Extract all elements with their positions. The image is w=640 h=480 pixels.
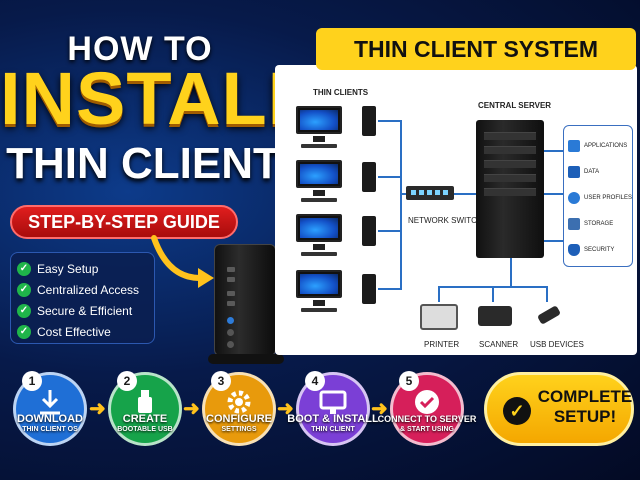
thin-client-device bbox=[214, 244, 276, 356]
service-item: DATA bbox=[568, 164, 599, 180]
usb-devices-label: USB DEVICES bbox=[530, 340, 584, 349]
diagram-banner: THIN CLIENT SYSTEM bbox=[316, 28, 636, 70]
printer-label: PRINTER bbox=[424, 340, 460, 349]
complete-setup-text: COMPLETE SETUP! bbox=[537, 387, 633, 426]
step-label: CREATE bbox=[122, 413, 168, 425]
central-server-label: CENTRAL SERVER bbox=[478, 101, 552, 110]
feature-item: ✓Cost Effective bbox=[17, 321, 148, 342]
feature-item: ✓Secure & Efficient bbox=[17, 300, 148, 321]
step-label: DOWNLOAD bbox=[17, 413, 83, 425]
applications-icon bbox=[568, 140, 580, 152]
feature-item: ✓Centralized Access bbox=[17, 279, 148, 300]
title-install: INSTALL bbox=[0, 57, 314, 140]
monitor-icon bbox=[296, 106, 342, 134]
service-item: SECURITY bbox=[568, 242, 614, 258]
curved-arrow-icon bbox=[151, 235, 214, 288]
scanner-icon bbox=[478, 306, 512, 326]
device-stand bbox=[208, 354, 284, 364]
step-sublabel: SETTINGS bbox=[221, 426, 257, 433]
download-icon bbox=[40, 390, 60, 415]
step-label: CONFIGURE bbox=[206, 413, 272, 425]
service-item: USER PROFILES bbox=[568, 190, 632, 206]
step-number: 5 bbox=[399, 371, 419, 391]
features-list: ✓Easy Setup ✓Centralized Access ✓Secure … bbox=[10, 252, 155, 344]
step-3-circle bbox=[202, 372, 276, 446]
monitor-icon bbox=[296, 214, 342, 242]
arrow-right-icon: ➜ bbox=[371, 398, 388, 420]
check-icon bbox=[415, 390, 439, 414]
storage-icon bbox=[568, 218, 580, 230]
step-sublabel: THIN CLIENT bbox=[311, 426, 355, 433]
complete-setup-badge: ✓ COMPLETE SETUP! bbox=[484, 372, 634, 446]
check-icon: ✓ bbox=[17, 282, 31, 297]
gear-icon bbox=[227, 390, 251, 414]
power-light-icon bbox=[227, 317, 234, 324]
scanner-label: SCANNER bbox=[479, 340, 519, 349]
step-number: 3 bbox=[211, 371, 231, 391]
user-icon bbox=[568, 192, 580, 204]
arrow-right-icon: ➜ bbox=[277, 398, 294, 420]
arrow-right-icon: ➜ bbox=[89, 398, 106, 420]
network-switch-icon bbox=[406, 186, 454, 200]
shield-icon bbox=[568, 244, 580, 256]
usb-icon bbox=[138, 390, 152, 413]
central-server-icon bbox=[476, 120, 544, 258]
arrow-right-icon: ➜ bbox=[183, 398, 200, 420]
network-switch-label: NETWORK SWITCH bbox=[408, 216, 483, 225]
monitor-icon bbox=[319, 390, 347, 414]
monitor-icon bbox=[296, 270, 342, 298]
check-icon: ✓ bbox=[17, 303, 31, 318]
title-how-to: HOW TO bbox=[67, 30, 213, 68]
step-number: 1 bbox=[22, 371, 42, 391]
check-icon: ✓ bbox=[503, 397, 531, 425]
step-label: BOOT & INSTALL bbox=[287, 413, 379, 425]
step-sublabel: THIN CLIENT OS bbox=[22, 426, 78, 433]
services-list: APPLICATIONS DATA USER PROFILES STORAGE … bbox=[563, 125, 633, 267]
service-item: APPLICATIONS bbox=[568, 138, 627, 154]
printer-icon bbox=[420, 304, 458, 330]
step-sublabel: BOOTABLE USB bbox=[117, 426, 173, 433]
step-number: 4 bbox=[305, 371, 325, 391]
check-icon: ✓ bbox=[17, 324, 31, 339]
service-item: STORAGE bbox=[568, 216, 613, 232]
step-sublabel: & START USING bbox=[400, 426, 454, 433]
guide-badge: STEP-BY-STEP GUIDE bbox=[10, 205, 238, 239]
feature-item: ✓Easy Setup bbox=[17, 258, 148, 279]
step-label: CONNECT TO SERVER bbox=[377, 414, 477, 424]
monitor-icon bbox=[296, 160, 342, 188]
thin-clients-label: THIN CLIENTS bbox=[313, 88, 369, 97]
step-number: 2 bbox=[117, 371, 137, 391]
title-thin-client: THIN CLIENT bbox=[6, 139, 280, 188]
database-icon bbox=[568, 166, 580, 178]
check-icon: ✓ bbox=[17, 261, 31, 276]
